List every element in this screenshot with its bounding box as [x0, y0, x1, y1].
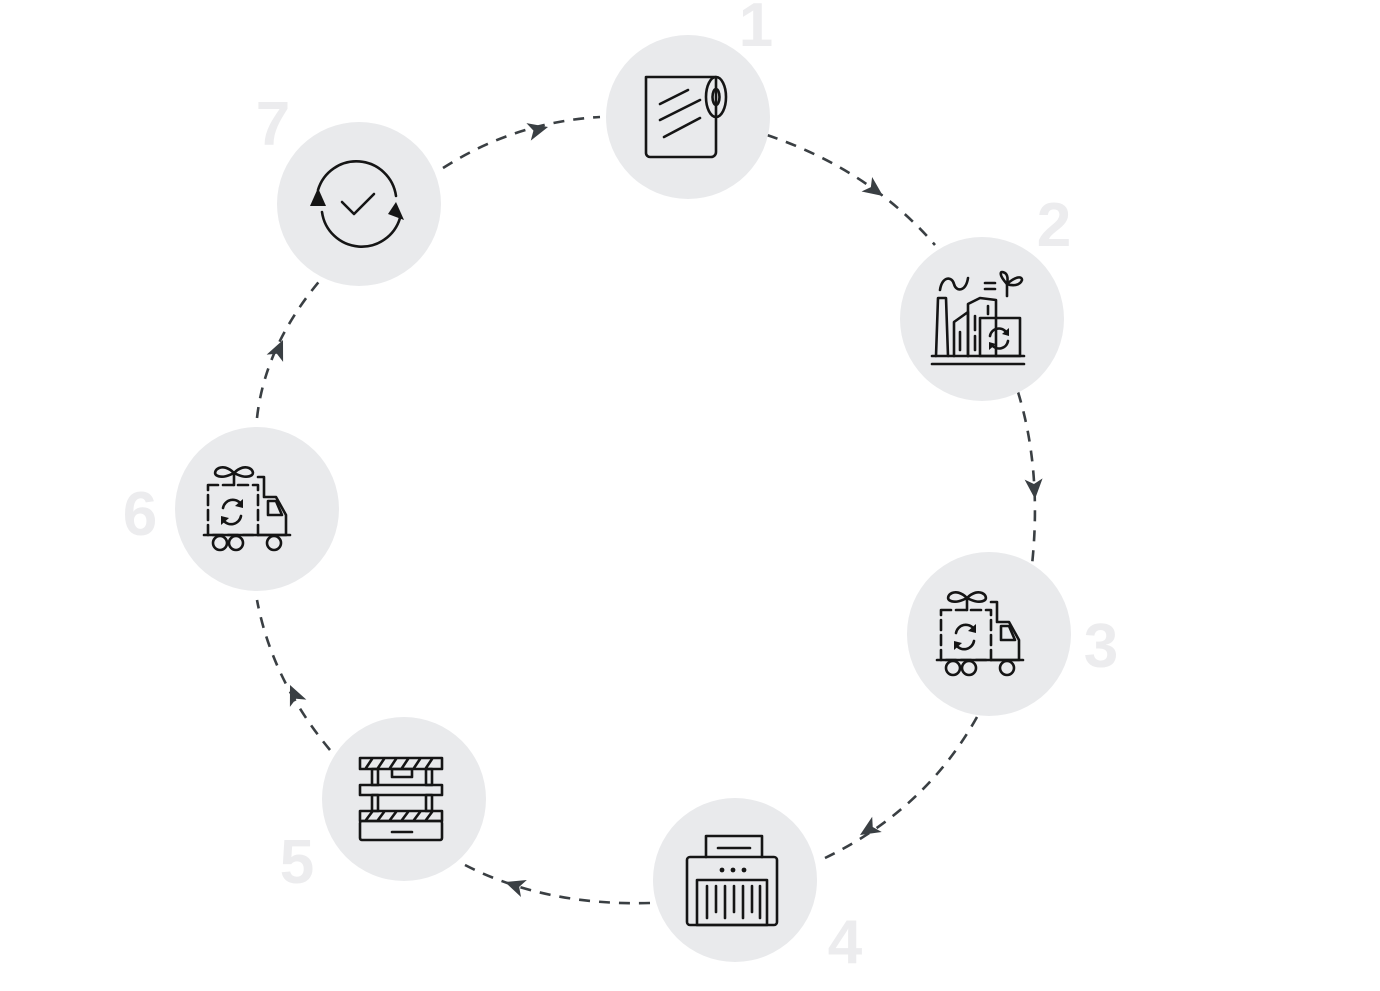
- step-numbers: 1 2 3 4 5 6 7: [123, 0, 1118, 977]
- step-number-5: 5: [280, 828, 314, 897]
- press-machine-icon: [358, 756, 444, 842]
- step-node-7: [277, 122, 441, 286]
- film-roll-icon: [644, 75, 728, 159]
- arrowhead-1-2: [861, 176, 883, 196]
- arrowhead-6-7: [266, 340, 284, 362]
- step-number-6: 6: [123, 480, 157, 549]
- step-number-2: 2: [1037, 191, 1071, 260]
- arrowhead-4-5: [505, 880, 527, 898]
- step-number-4: 4: [828, 908, 863, 977]
- recycling-factory-icon: [930, 270, 1026, 366]
- step-number-3: 3: [1084, 612, 1118, 681]
- step-number-7: 7: [256, 90, 290, 159]
- connector-6-7: [255, 277, 323, 419]
- step-node-6: [175, 427, 339, 591]
- shredder-icon: [685, 834, 779, 927]
- connector-7-1: [442, 115, 601, 170]
- arrowhead-2-3: [1024, 478, 1043, 499]
- connector-3-4: [824, 716, 979, 860]
- arrowhead-5-6: [289, 685, 307, 707]
- step-number-1: 1: [739, 0, 773, 60]
- connector-1-2: [766, 133, 936, 246]
- connector-5-6: [255, 599, 332, 751]
- sync-check-icon: [310, 160, 404, 248]
- connector-4-5: [464, 863, 651, 905]
- step-node-3: [907, 552, 1071, 716]
- connectors: [255, 115, 1043, 905]
- connector-2-3: [1016, 391, 1037, 566]
- step-node-4: [653, 798, 817, 962]
- arrowhead-7-1: [526, 123, 548, 141]
- step-node-5: [322, 717, 486, 881]
- step-node-1: [606, 35, 770, 199]
- step-node-2: [900, 237, 1064, 401]
- arrowhead-3-4: [860, 816, 882, 835]
